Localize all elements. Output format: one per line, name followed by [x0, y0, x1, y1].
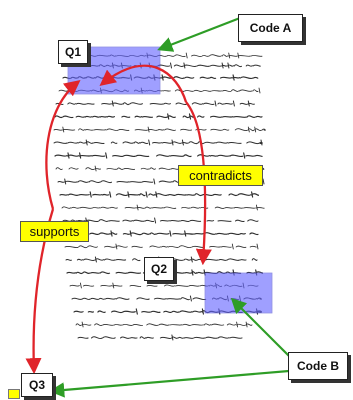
handwriting-line	[53, 139, 263, 146]
supports-arrow-to-q1	[45, 80, 81, 210]
handwriting-line	[71, 295, 262, 302]
handwriting-line	[73, 308, 263, 315]
code-b-arrow-to-q2	[230, 297, 291, 358]
q2-label: Q2	[144, 257, 174, 281]
handwriting-line	[58, 87, 261, 94]
handwriting-line	[64, 243, 259, 250]
handwriting-line	[67, 62, 261, 69]
handwriting-line	[63, 230, 259, 237]
code-a-arrow	[157, 16, 241, 52]
q3-label: Q3	[21, 373, 53, 397]
handwriting-line	[71, 52, 263, 59]
handwriting-line	[62, 217, 259, 224]
q1-label: Q1	[58, 40, 88, 64]
handwriting-line	[53, 126, 266, 133]
code-b-label: Code B	[288, 352, 348, 380]
manuscript-page	[50, 43, 269, 375]
contradicts-label: contradicts	[178, 165, 263, 186]
handwriting-line	[77, 334, 243, 341]
handwriting-line	[59, 191, 259, 198]
q3-yellow-marker	[8, 389, 20, 399]
code-a-label: Code A	[238, 14, 303, 42]
handwriting-line	[61, 204, 265, 211]
handwriting-line	[75, 321, 253, 328]
supports-label: supports	[20, 221, 89, 242]
handwriting-line	[69, 282, 259, 289]
handwriting-line	[55, 100, 255, 107]
handwriting-line	[54, 152, 263, 159]
quote-highlight-q2	[204, 272, 273, 314]
handwriting-line	[54, 113, 263, 120]
contradicts-arrow-to-q1	[99, 64, 188, 103]
code-b-arrow-to-q3	[48, 369, 290, 398]
handwriting-lines	[53, 52, 266, 341]
handwriting-line	[62, 74, 259, 81]
